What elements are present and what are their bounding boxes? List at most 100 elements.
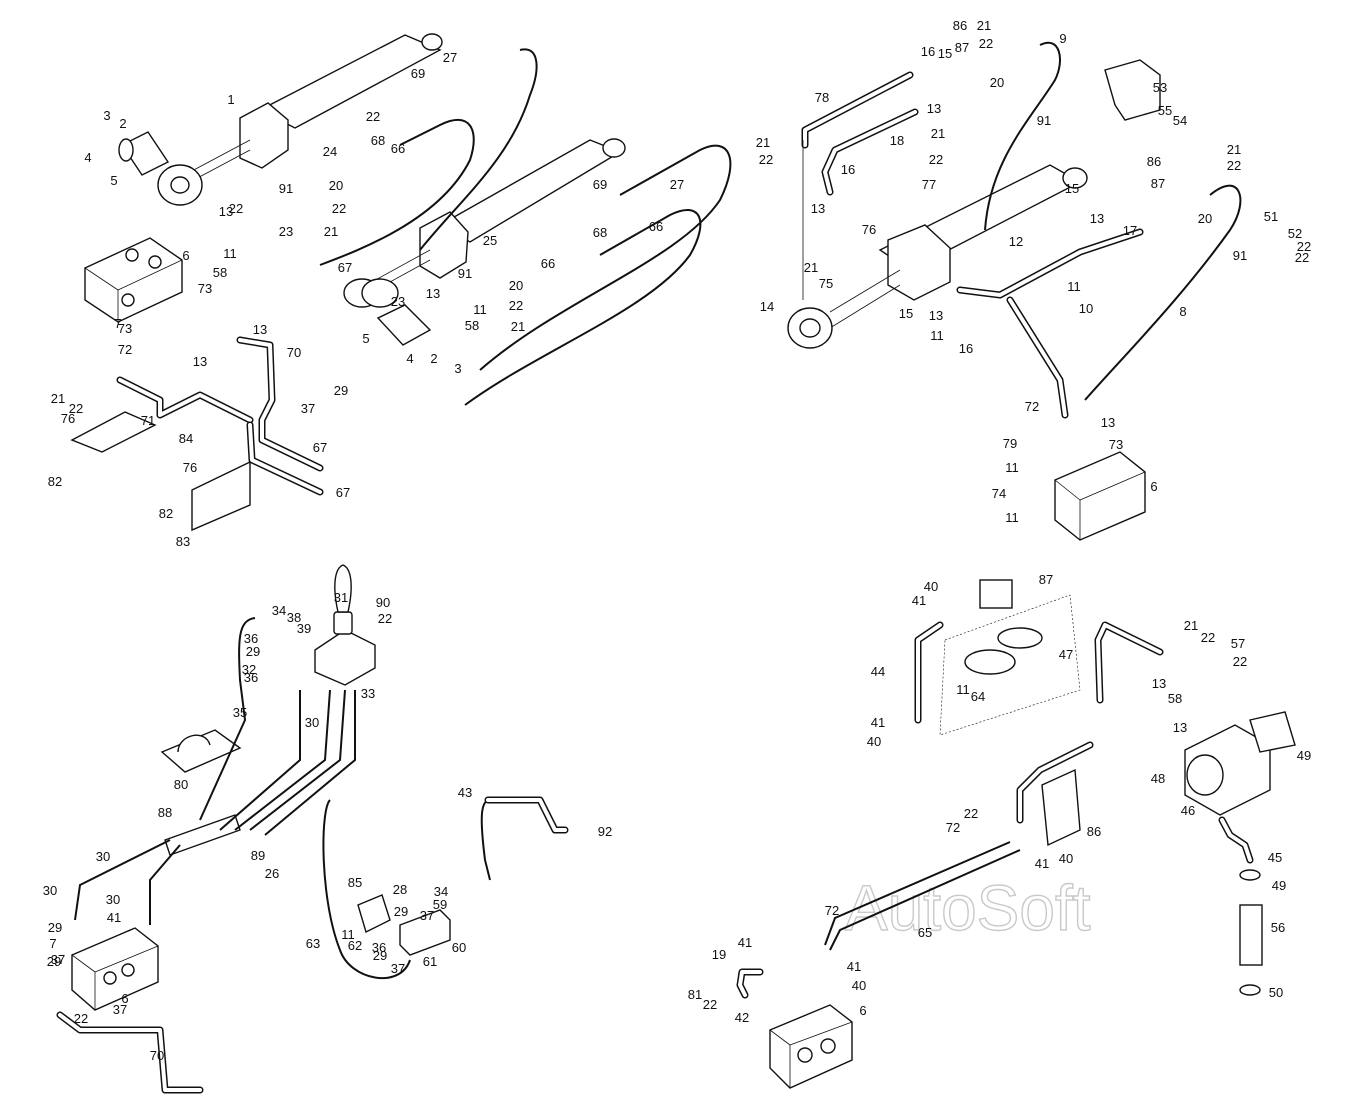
bracket-82 [70, 411, 157, 453]
callout-13: 13 [811, 201, 825, 216]
hydraulic-cylinder-right [787, 164, 1088, 349]
callout-76: 76 [862, 222, 876, 237]
callout-66: 66 [391, 141, 405, 156]
callout-78: 78 [815, 90, 829, 105]
callout-22: 22 [929, 152, 943, 167]
callout-40: 40 [1059, 851, 1073, 866]
bracket-82b [191, 460, 251, 532]
callout-20: 20 [509, 278, 523, 293]
callout-22: 22 [964, 806, 978, 821]
callout-5: 5 [362, 331, 369, 346]
hose-8 [1084, 184, 1242, 401]
callout-13: 13 [1090, 211, 1104, 226]
control-valve-6-right [1054, 451, 1146, 541]
callout-34: 34 [434, 884, 448, 899]
callout-69: 69 [411, 66, 425, 81]
callout-36: 36 [244, 670, 258, 685]
callout-61: 61 [423, 954, 437, 969]
callout-29: 29 [47, 954, 61, 969]
callout-2: 2 [119, 116, 126, 131]
callout-41: 41 [912, 593, 926, 608]
callout-69: 69 [593, 177, 607, 192]
callout-62: 62 [348, 938, 362, 953]
callout-22: 22 [69, 401, 83, 416]
callout-82: 82 [48, 474, 62, 489]
callout-21: 21 [324, 224, 338, 239]
callout-17: 17 [1123, 223, 1137, 238]
callout-21: 21 [756, 135, 770, 150]
callout-12: 12 [1009, 234, 1023, 249]
callout-74: 74 [992, 486, 1006, 501]
callout-86: 86 [1087, 824, 1101, 839]
callout-33: 33 [361, 686, 375, 701]
callout-56: 56 [1271, 920, 1285, 935]
callout-20: 20 [990, 75, 1004, 90]
manifold-81 [1041, 768, 1081, 847]
callout-16: 16 [921, 44, 935, 59]
callout-22: 22 [979, 36, 993, 51]
callout-60: 60 [452, 940, 466, 955]
hose-27b [479, 144, 732, 371]
hose-30d [264, 690, 356, 836]
callout-66: 66 [649, 219, 663, 234]
callout-20: 20 [329, 178, 343, 193]
pump-47 [1184, 711, 1296, 816]
callout-38: 38 [287, 610, 301, 625]
hose-64 [829, 849, 1021, 951]
callout-22: 22 [509, 298, 523, 313]
callout-63: 63 [306, 936, 320, 951]
callout-22: 22 [229, 201, 243, 216]
callout-11: 11 [223, 246, 237, 261]
callout-90: 90 [376, 595, 390, 610]
callout-8: 8 [1179, 304, 1186, 319]
callout-22: 22 [366, 109, 380, 124]
callout-29: 29 [373, 948, 387, 963]
callout-13: 13 [219, 204, 233, 219]
callout-72: 72 [118, 342, 132, 357]
callout-22: 22 [1297, 239, 1311, 254]
callout-77: 77 [922, 177, 936, 192]
callout-25: 25 [483, 233, 497, 248]
hose-65 [824, 841, 1011, 946]
hose-66 [319, 119, 475, 266]
hose-35 [199, 617, 256, 821]
callout-41: 41 [847, 959, 861, 974]
callout-79: 79 [1003, 436, 1017, 451]
callout-49: 49 [1297, 748, 1311, 763]
callout-22: 22 [332, 201, 346, 216]
callout-89: 89 [251, 848, 265, 863]
callout-21: 21 [931, 126, 945, 141]
callout-30: 30 [43, 883, 57, 898]
callout-84: 84 [179, 431, 193, 446]
callout-42: 42 [735, 1010, 749, 1025]
callout-65: 65 [918, 925, 932, 940]
callout-73: 73 [1109, 437, 1123, 452]
callout-91: 91 [279, 181, 293, 196]
callout-labels: 1234567111313132021212222222323242527272… [43, 18, 1311, 1063]
callout-53: 53 [1153, 80, 1167, 95]
hose-63 [322, 799, 411, 979]
callout-21: 21 [51, 391, 65, 406]
callout-86: 86 [953, 18, 967, 33]
callout-4: 4 [406, 351, 413, 366]
hydraulic-cylinder-2 [343, 138, 626, 308]
callout-30: 30 [305, 715, 319, 730]
callout-44: 44 [871, 664, 885, 679]
callout-21: 21 [1184, 618, 1198, 633]
callout-34: 34 [272, 603, 286, 618]
hose-30c [249, 689, 346, 831]
callout-40: 40 [867, 734, 881, 749]
callout-30: 30 [96, 849, 110, 864]
pipe-lower-right [1006, 296, 1069, 419]
callout-58: 58 [1168, 691, 1182, 706]
callout-16: 16 [959, 341, 973, 356]
callout-40: 40 [852, 978, 866, 993]
callout-22: 22 [74, 1011, 88, 1026]
callout-43: 43 [458, 785, 472, 800]
callout-82: 82 [159, 506, 173, 521]
callout-88: 88 [158, 805, 172, 820]
callout-27: 27 [670, 177, 684, 192]
callout-41: 41 [871, 715, 885, 730]
callout-87: 87 [1039, 572, 1053, 587]
